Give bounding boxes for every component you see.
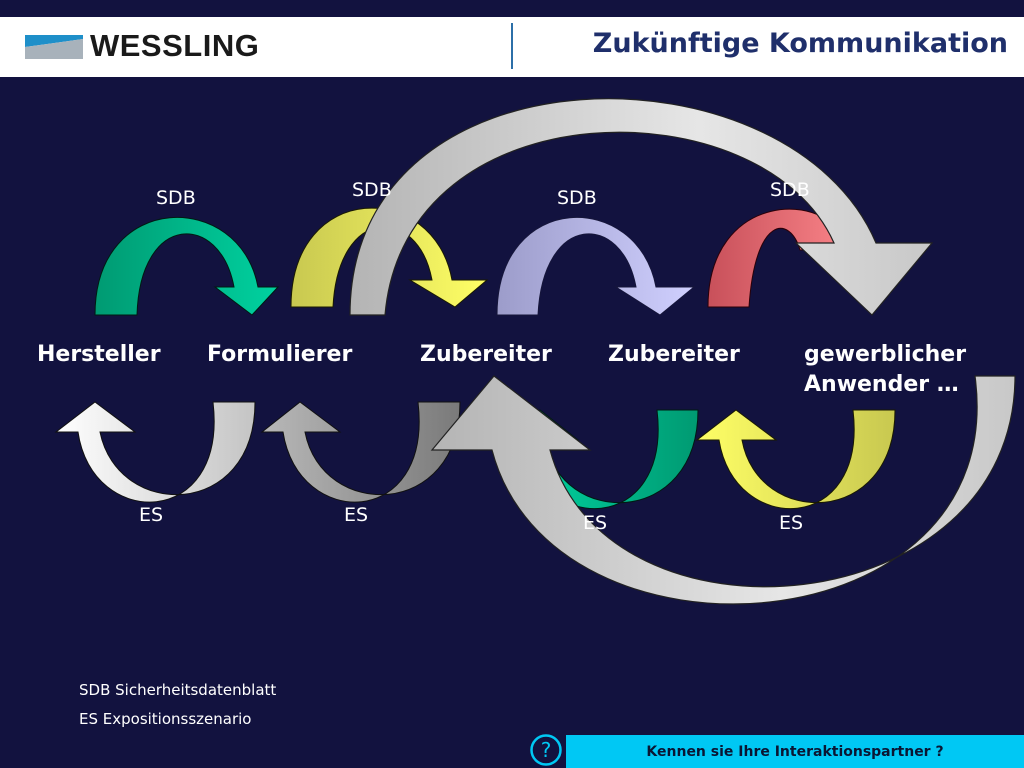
sdb-arrow-2 — [290, 207, 489, 308]
logo-text: WESSLING — [90, 28, 260, 63]
es-arrow-1 — [54, 401, 256, 503]
sdb-label-4: SDB — [770, 179, 810, 201]
es-label-1: ES — [139, 504, 164, 526]
actor-formulierer: Formulierer — [207, 342, 353, 367]
wave-logo-icon — [25, 35, 83, 59]
es-arrow-2 — [260, 401, 461, 503]
header-bar: WESSLING Zukünftige Kommunikation — [0, 17, 1024, 77]
big-sdb-arrow — [349, 98, 934, 316]
big-es-arrow — [430, 375, 1016, 605]
svg-text:?: ? — [541, 738, 552, 762]
page-title: Zukünftige Kommunikation — [592, 28, 1008, 59]
sdb-label-2: SDB — [352, 179, 392, 201]
header-divider — [511, 23, 513, 69]
legend-sdb: SDB Sicherheitsdatenblatt — [79, 681, 277, 699]
es-arrow-4 — [695, 409, 896, 510]
actor-hersteller: Hersteller — [37, 342, 161, 367]
legend-es: ES Expositionsszenario — [79, 710, 252, 728]
actor-zubereiter-1: Zubereiter — [420, 342, 552, 367]
es-label-3: ES — [583, 512, 608, 534]
actor-gewerblicher-anwender: gewerblicher Anwender … — [804, 342, 967, 397]
sdb-label-1: SDB — [156, 187, 196, 209]
es-label-2: ES — [344, 504, 369, 526]
sdb-arrow-3 — [496, 217, 696, 316]
sdb-arrow-1 — [94, 217, 280, 316]
sdb-label-3: SDB — [557, 187, 597, 209]
footer-question-text: Kennen sie Ihre Interaktionspartner ? — [646, 743, 944, 760]
footer-question-bar: Kennen sie Ihre Interaktionspartner ? — [566, 735, 1024, 768]
es-label-4: ES — [779, 512, 804, 534]
question-mark-icon[interactable]: ? — [530, 734, 562, 766]
actor-zubereiter-2: Zubereiter — [608, 342, 740, 367]
